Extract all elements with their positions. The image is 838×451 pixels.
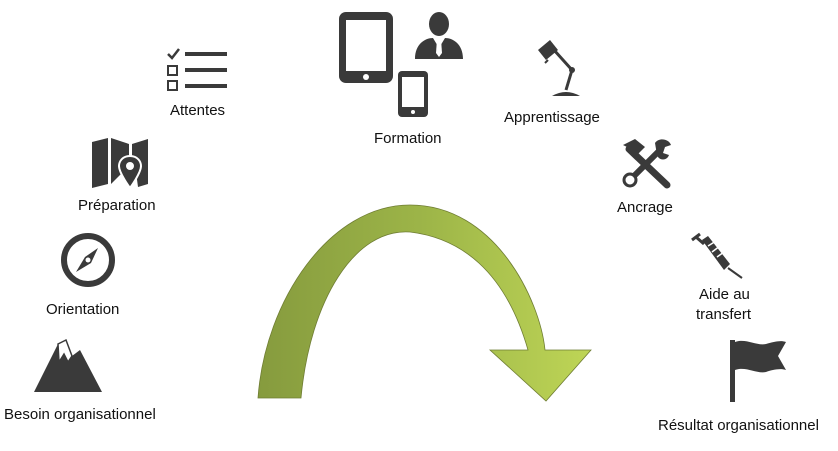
- step-label: Besoin organisationnel: [4, 406, 156, 423]
- arrow-body: [257, 204, 592, 402]
- phone-icon: [398, 71, 428, 117]
- syringe-icon: [691, 232, 743, 279]
- step-label: Résultat organisationnel: [658, 417, 819, 434]
- step-label-line2: transfert: [696, 306, 752, 323]
- step-label: Ancrage: [617, 199, 673, 216]
- desk-lamp-icon: [538, 40, 580, 96]
- map-pin-icon: [92, 138, 148, 190]
- tablet-icon: [339, 12, 393, 83]
- compass-icon: [61, 233, 115, 287]
- step-label: Orientation: [46, 301, 120, 318]
- checklist-icon: [167, 48, 227, 91]
- hammer-wrench-icon: [622, 139, 671, 189]
- step-label: Préparation: [78, 197, 156, 214]
- step-label: Attentes: [170, 102, 226, 119]
- person-icon: [415, 12, 463, 59]
- flag-icon: [730, 340, 786, 402]
- mountain-icon: [34, 338, 102, 392]
- step-label-line1: Aide au: [699, 286, 750, 303]
- step-label: Apprentissage: [504, 109, 600, 126]
- step-label: Formation: [374, 130, 442, 147]
